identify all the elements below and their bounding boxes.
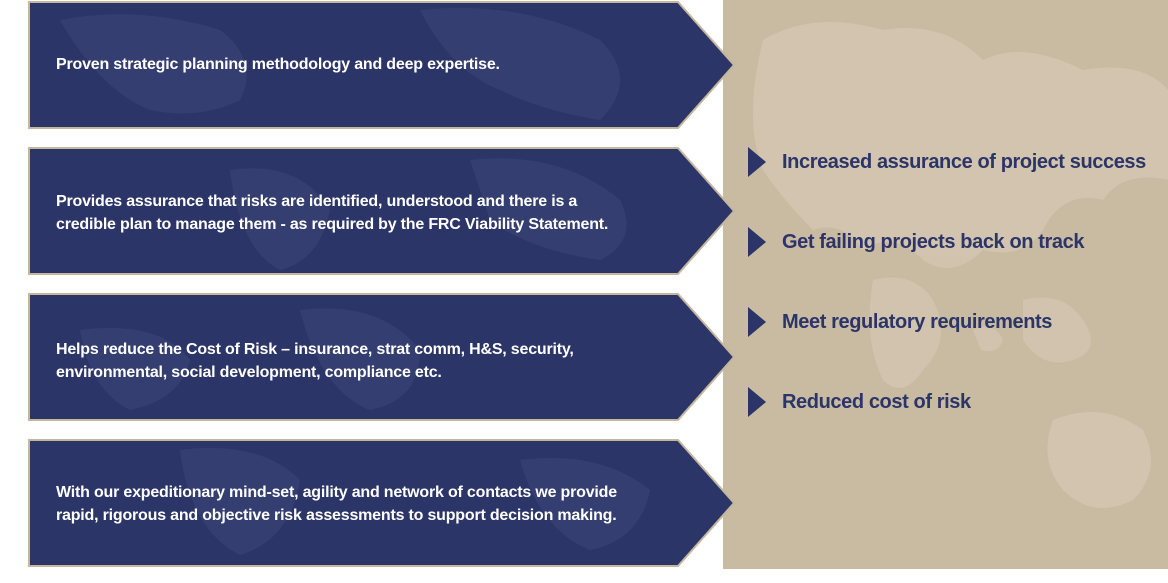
chevron-1 — [28, 1, 736, 129]
benefit-label: Get failing projects back on track — [782, 230, 1085, 253]
chevron-right-icon — [748, 387, 766, 417]
world-map-texture — [753, 22, 1168, 508]
capability-text-1: Proven strategic planning methodology an… — [56, 56, 500, 73]
chevron-right-icon — [748, 147, 766, 177]
capability-text-4: With our expeditionary mind-set, agility… — [56, 484, 617, 524]
benefit-label: Increased assurance of project success — [782, 150, 1146, 173]
chevron-right-icon — [748, 227, 766, 257]
chevron-shapes — [28, 1, 736, 567]
chevron-4 — [28, 439, 736, 567]
chevron-right-icon — [748, 307, 766, 337]
benefits-panel — [723, 0, 1168, 569]
capability-text-3: Helps reduce the Cost of Risk – insuranc… — [56, 341, 574, 381]
benefit-item: Increased assurance of project success — [748, 145, 1146, 179]
capability-text-2: Provides assurance that risks are identi… — [56, 193, 609, 233]
chevron-3 — [28, 293, 736, 421]
benefit-label: Reduced cost of risk — [782, 390, 971, 413]
benefit-label: Meet regulatory requirements — [782, 310, 1052, 333]
benefit-item: Reduced cost of risk — [748, 385, 971, 419]
benefit-item: Get failing projects back on track — [748, 225, 1084, 259]
benefit-item: Meet regulatory requirements — [748, 305, 1052, 339]
chevron-2 — [28, 147, 736, 275]
